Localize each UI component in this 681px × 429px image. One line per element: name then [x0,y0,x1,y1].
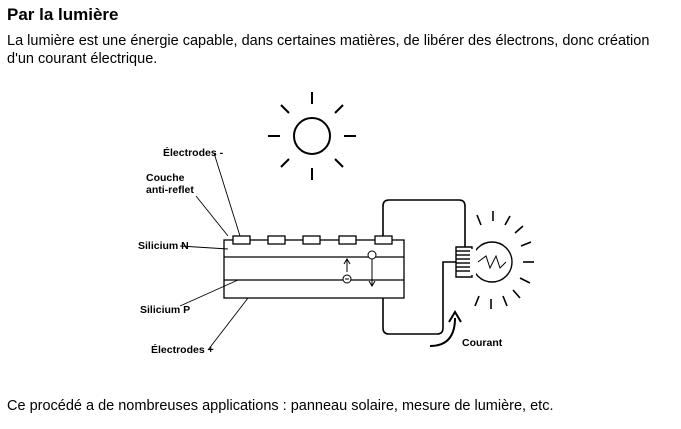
circuit-wire [382,199,466,335]
current-arrow-icon [429,310,462,347]
intro-paragraph: La lumière est une énergie capable, dans… [7,33,650,67]
label-courant: Courant [462,337,503,349]
label-electrodes-minus: Électrodes - [163,146,224,159]
label-silicium-p: Silicium P [140,304,190,316]
footer-paragraph: Ce procédé a de nombreuses applications … [7,398,554,414]
label-electrodes-plus: Électrodes + [151,343,214,356]
label-couche-line2: anti-reflet [146,184,194,196]
sun-icon [268,92,356,180]
label-couche-line1: Couche [146,172,185,184]
section-heading: Par la lumière [7,5,119,24]
label-silicium-n: Silicium N [138,240,189,252]
solar-cell [223,235,405,299]
light-bulb-icon [455,211,534,309]
electron-symbol [342,250,377,287]
label-leader-lines [179,152,249,351]
